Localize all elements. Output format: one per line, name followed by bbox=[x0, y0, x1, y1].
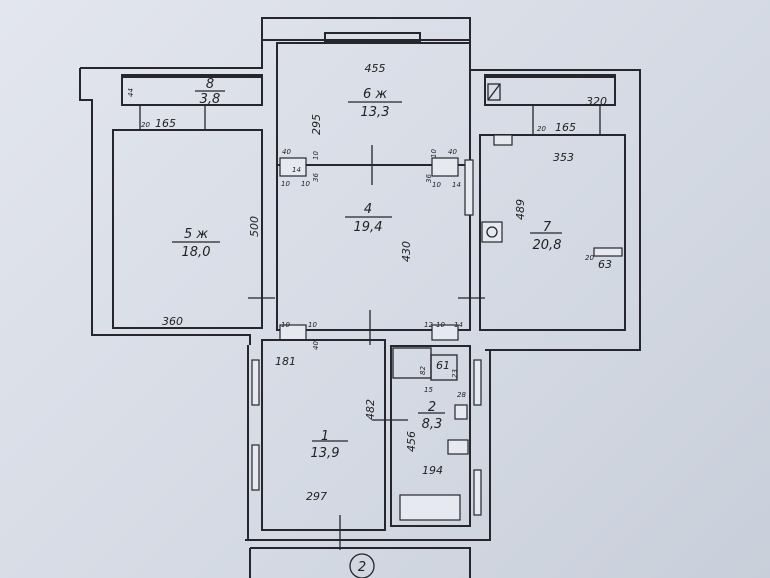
dimension: 430 bbox=[400, 241, 413, 262]
dimension: 181 bbox=[275, 355, 296, 368]
dimension: 360 bbox=[162, 315, 183, 328]
wall-mark: 10 bbox=[308, 321, 317, 329]
room-2 bbox=[390, 345, 471, 527]
dimension: 63 bbox=[598, 258, 612, 271]
dimension: 44 bbox=[127, 88, 135, 97]
room-area: 3,8 bbox=[200, 92, 221, 107]
wall-mark: 10 bbox=[432, 181, 441, 189]
room-area: 20,8 bbox=[533, 238, 562, 253]
dimension: 61 bbox=[436, 359, 450, 372]
bathtub-icon bbox=[399, 494, 461, 521]
dimension: 20 bbox=[141, 121, 150, 129]
wall-mark: 10 bbox=[281, 321, 290, 329]
wall-mark: 10 bbox=[436, 321, 445, 329]
room-area: 13,9 bbox=[311, 446, 340, 461]
room-name: 2 bbox=[428, 400, 436, 415]
room-1 bbox=[261, 339, 386, 531]
room-labels: 6 ж 13,3 8 3,8 5 ж 18,0 4 19,4 7 20,8 1 … bbox=[172, 77, 562, 461]
dimension: 165 bbox=[555, 121, 576, 134]
room-4 bbox=[276, 164, 471, 331]
dimension: 165 bbox=[155, 117, 176, 130]
walls bbox=[79, 17, 641, 578]
wall-thickness-marks: 40 10 10 10 36 14 40 10 36 10 14 10 10 4… bbox=[281, 148, 463, 350]
dimension: 20 bbox=[537, 125, 546, 133]
wall-mark: 10 bbox=[301, 180, 310, 188]
dimension: 500 bbox=[248, 216, 261, 237]
wall-mark: 40 bbox=[282, 148, 291, 156]
wall-mark: 10 bbox=[430, 149, 438, 158]
wall-mark: 36 bbox=[425, 174, 433, 183]
dimension: 28 bbox=[457, 391, 466, 399]
dimension: 353 bbox=[553, 151, 574, 164]
stair-marker: 2 bbox=[349, 553, 375, 578]
balcony-8 bbox=[121, 74, 263, 106]
wall-mark: 12 bbox=[424, 321, 433, 329]
dimension: 456 bbox=[405, 431, 418, 452]
room-name: 1 bbox=[321, 429, 329, 444]
room-area: 8,3 bbox=[422, 417, 443, 432]
dimension: 194 bbox=[422, 464, 443, 477]
dimension-labels: 455 295 44 165 20 500 360 430 353 320 16… bbox=[127, 62, 612, 503]
dimension: 320 bbox=[586, 95, 607, 108]
balcony-right bbox=[484, 74, 616, 106]
room-name: 4 bbox=[364, 202, 372, 217]
room-area: 13,3 bbox=[361, 105, 390, 120]
wall-mark: 14 bbox=[452, 181, 461, 189]
room-name: 6 ж bbox=[363, 87, 387, 102]
stove-icon bbox=[481, 221, 503, 243]
dimension: 489 bbox=[514, 199, 527, 220]
dimension: 482 bbox=[364, 399, 377, 420]
wall-mark: 14 bbox=[454, 321, 463, 329]
dimension: 82 bbox=[419, 366, 427, 375]
wall-mark: 40 bbox=[312, 341, 320, 350]
room-7 bbox=[479, 134, 626, 331]
wall-mark: 14 bbox=[292, 166, 301, 174]
wall-mark: 10 bbox=[281, 180, 290, 188]
dimension: 297 bbox=[306, 490, 327, 503]
room-area: 19,4 bbox=[354, 220, 383, 235]
room-area: 18,0 bbox=[182, 245, 211, 260]
dimension: 23 bbox=[451, 369, 459, 378]
window bbox=[324, 32, 421, 42]
wall-mark: 36 bbox=[312, 173, 320, 182]
stair-number: 2 bbox=[358, 560, 366, 575]
room-name: 8 bbox=[206, 77, 214, 92]
wall-mark: 40 bbox=[448, 148, 457, 156]
wall-mark: 10 bbox=[312, 151, 320, 160]
dimension: 455 bbox=[365, 62, 386, 75]
room-name: 7 bbox=[543, 220, 552, 235]
dimension: 295 bbox=[310, 114, 323, 135]
room-name: 5 ж bbox=[184, 227, 208, 242]
dimension: 15 bbox=[424, 386, 433, 394]
toilet-icon bbox=[447, 439, 469, 455]
dimension: 20 bbox=[585, 254, 594, 262]
room-5 bbox=[112, 129, 263, 329]
